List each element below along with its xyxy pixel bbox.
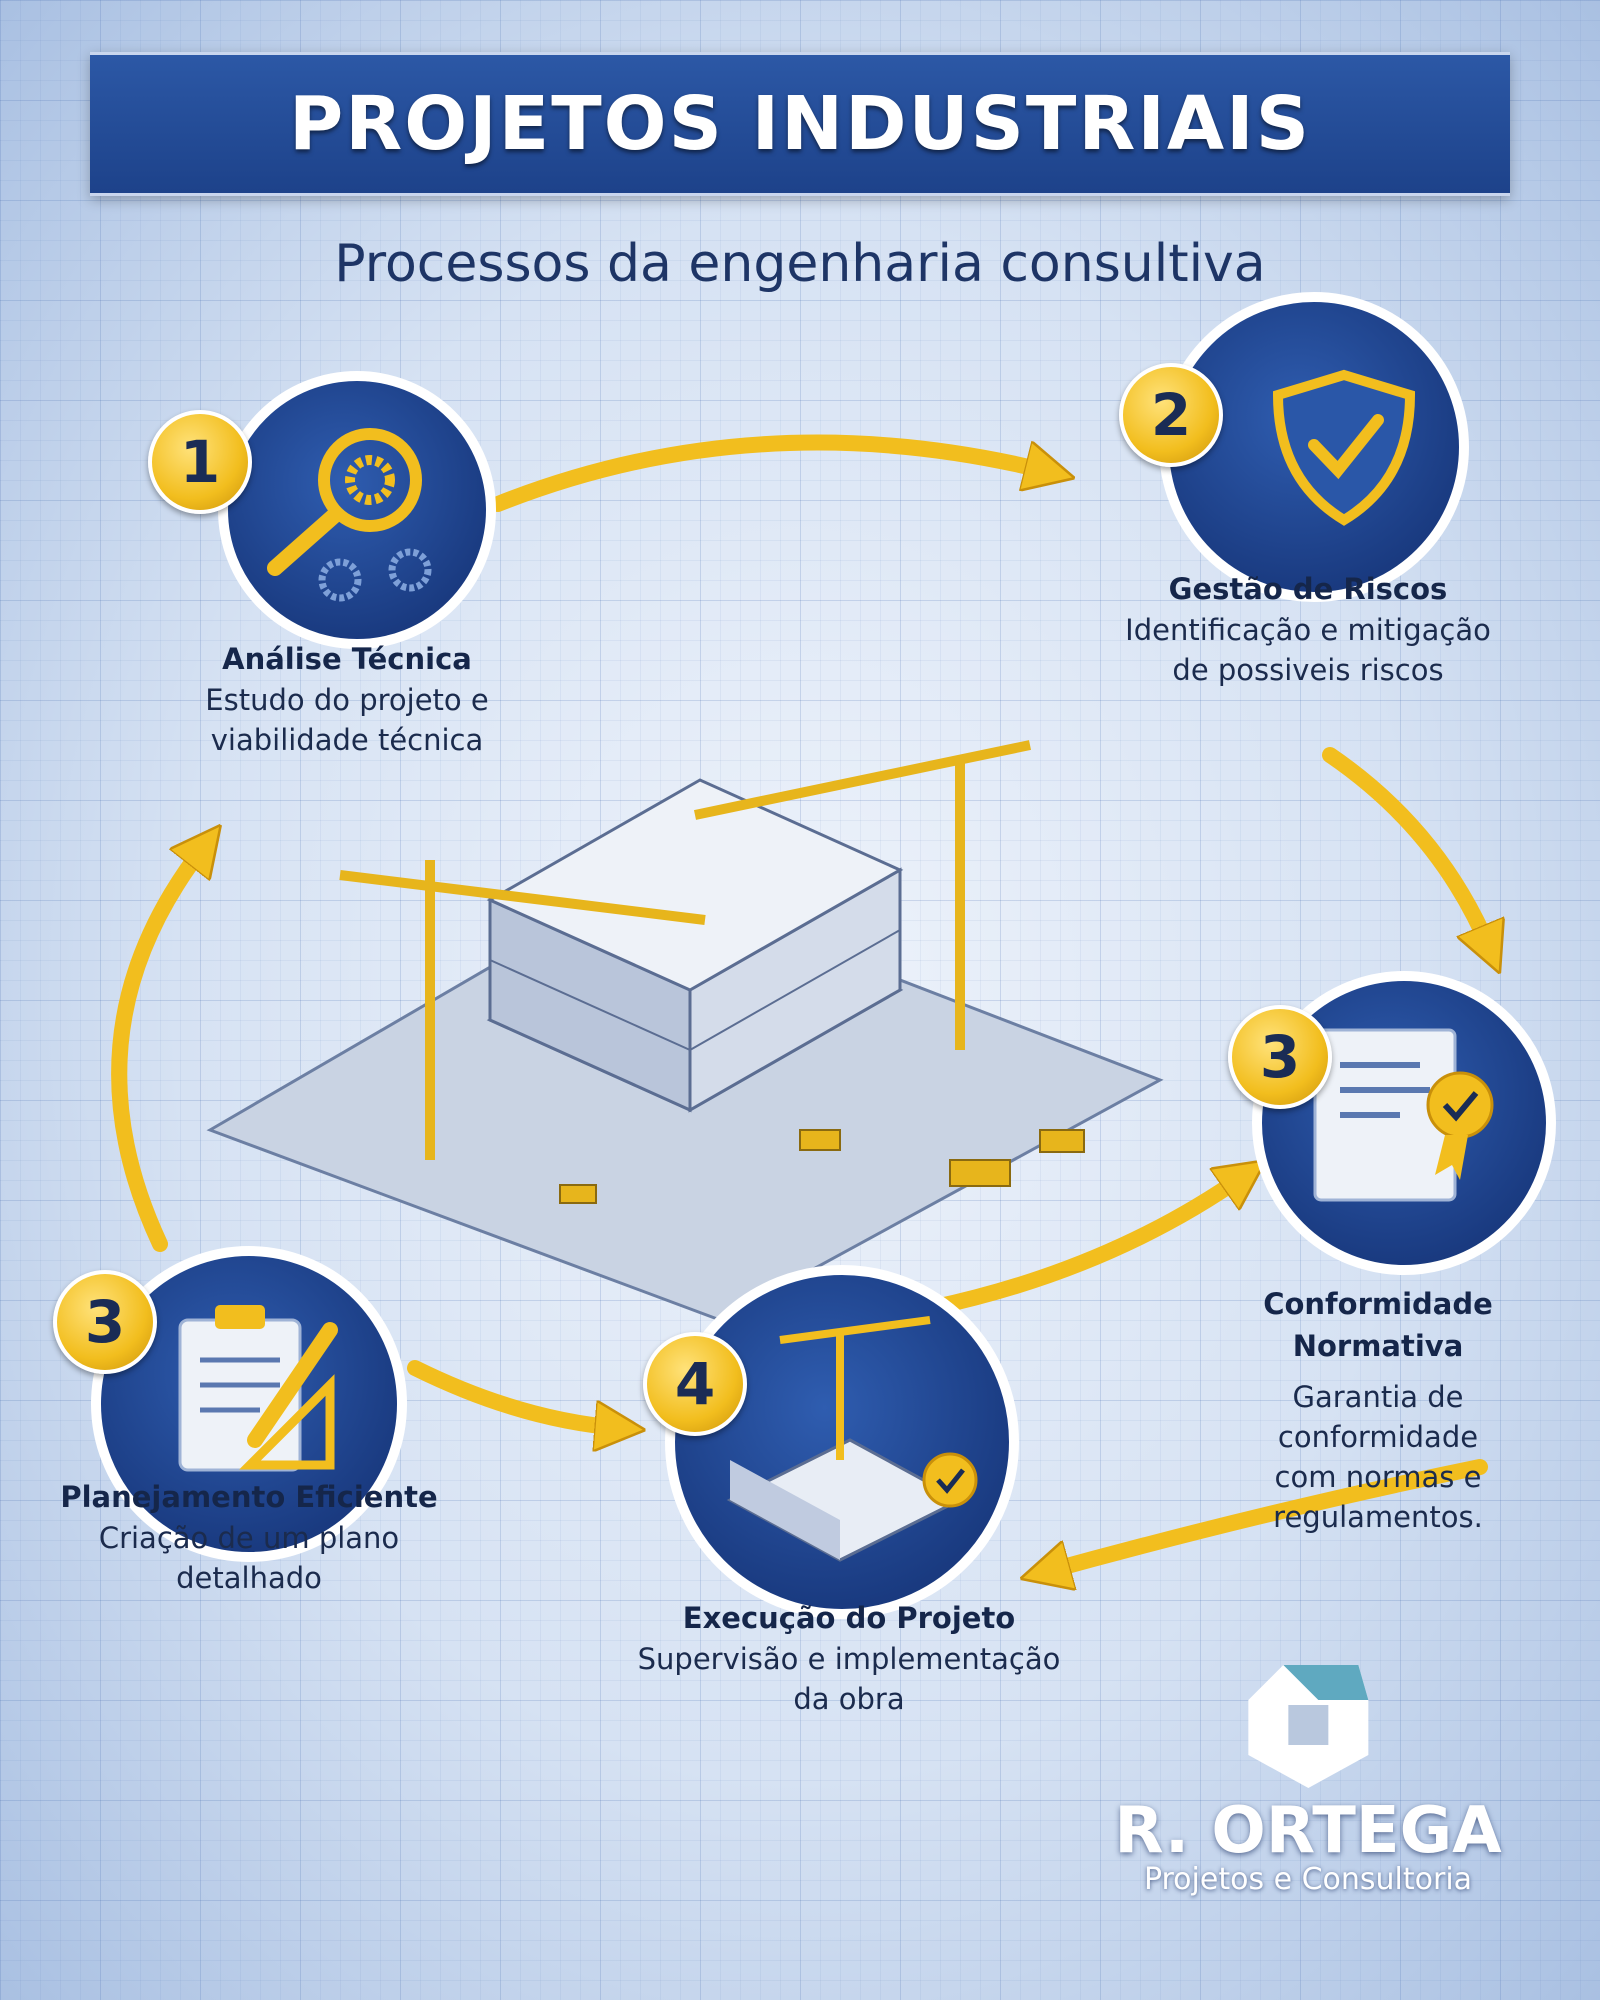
step-title: Normativa — [1292, 1329, 1464, 1363]
step-desc: de possiveis riscos — [1172, 653, 1444, 687]
planning-text: Planejamento Eficiente Criação de um pla… — [60, 1476, 437, 1598]
flow-arrows — [111, 434, 1490, 1572]
step-desc: regulamentos. — [1273, 1500, 1483, 1534]
step-desc: viabilidade técnica — [210, 723, 484, 757]
construction-crane-icon — [726, 1316, 978, 1562]
logo-mark-icon — [1248, 1665, 1368, 1788]
step-desc: com normas e — [1274, 1460, 1482, 1494]
step-3-text: Conformidade Normativa Garantia de confo… — [1263, 1283, 1493, 1537]
step-2-text: Gestão de Riscos Identificação e mitigaç… — [1125, 568, 1491, 690]
step-1-circle — [218, 371, 496, 649]
step-badge: 1 — [148, 410, 252, 514]
certificate-icon — [1313, 1028, 1494, 1202]
logo-name: R. ORTEGA — [1114, 1794, 1502, 1868]
shield-check-icon — [1272, 369, 1416, 526]
step-desc: Identificação e mitigação — [1125, 613, 1491, 647]
arrow-2-to-3 — [1322, 747, 1490, 950]
arrow-3-to-4 — [1045, 1459, 1488, 1572]
step-badge: 3 — [1228, 1005, 1332, 1109]
arrow-planning-to-4 — [407, 1360, 620, 1428]
step-title: Planejamento Eficiente — [60, 1480, 438, 1514]
step-title: Análise Técnica — [222, 642, 472, 676]
magnifier-gear-icon — [267, 428, 432, 602]
arrow-planning-to-1 — [111, 845, 205, 1252]
step-badge: 3 — [53, 1270, 157, 1374]
step-desc: detalhado — [176, 1561, 322, 1595]
step-badge: 2 — [1119, 363, 1223, 467]
step-1-text: Análise Técnica Estudo do projeto e viab… — [205, 638, 488, 760]
step-title: Conformidade — [1263, 1287, 1493, 1321]
step-badge: 4 — [643, 1332, 747, 1436]
page-title: PROJETOS INDUSTRIAIS — [288, 81, 1312, 167]
step-desc: conformidade — [1277, 1420, 1479, 1454]
step-desc: Estudo do projeto e — [205, 683, 489, 717]
step-desc: da obra — [793, 1682, 905, 1716]
step-title: Gestão de Riscos — [1168, 572, 1448, 606]
step-4-text: Execução do Projeto Supervisão e impleme… — [638, 1597, 1061, 1719]
logo-tagline: Projetos e Consultoria — [1143, 1862, 1473, 1897]
page-subtitle: Processos da engenharia consultiva — [334, 234, 1266, 294]
construction-site-illustration — [206, 740, 1164, 1322]
title-banner: PROJETOS INDUSTRIAIS — [90, 52, 1510, 196]
step-desc: Garantia de — [1292, 1380, 1464, 1414]
step-desc: Supervisão e implementação — [637, 1642, 1061, 1676]
arrow-site-to-3 — [923, 1175, 1245, 1316]
arrow-1-to-2 — [490, 434, 1050, 512]
company-logo: R. ORTEGA Projetos e Consultoria — [1114, 1660, 1502, 1897]
clipboard-pencil-icon — [178, 1305, 338, 1472]
step-title: Execução do Projeto — [682, 1601, 1016, 1635]
step-desc: Criação de um plano — [98, 1521, 400, 1555]
